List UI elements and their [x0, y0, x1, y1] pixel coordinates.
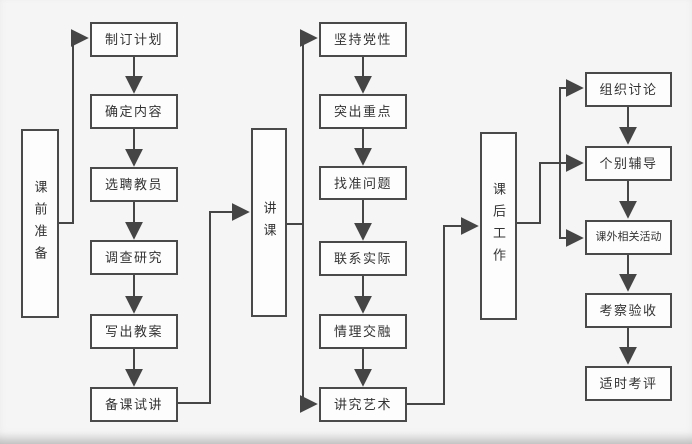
arrow-lecture-to-party-spirit: [287, 29, 318, 225]
node-individual-tutoring: 个别辅导: [585, 146, 672, 181]
node-connect-with-practice: 联系实际: [319, 241, 407, 276]
stage-post-class-work: 课后工作: [480, 132, 517, 320]
arrow-artistry-to-post: [407, 217, 479, 405]
node-organize-discussion: 组织讨论: [585, 72, 672, 107]
arrow-lecture-to-artistry: [299, 224, 318, 413]
node-highlight-key-points: 突出重点: [319, 94, 407, 129]
node-select-instructors: 选聘教员: [90, 167, 178, 202]
arrow-rehearsal-to-lecture: [178, 203, 250, 404]
stage-pre-class-preparation: 课前准备: [21, 129, 59, 318]
node-inspection-acceptance: 考察验收: [585, 293, 672, 328]
node-timely-evaluation: 适时考评: [585, 366, 672, 401]
node-extracurricular-activities: 课外相关活动: [585, 220, 672, 255]
node-write-lesson-plan: 写出教案: [90, 314, 178, 349]
node-prepare-trial-lecture: 备课试讲: [90, 387, 178, 422]
arrow-post-to-extracurricular: [559, 163, 584, 247]
node-investigate-research: 调查研究: [90, 240, 178, 275]
node-make-plan: 制订计划: [90, 22, 178, 57]
arrow-post-to-tutoring: [517, 154, 584, 224]
stage-lecturing: 讲课: [251, 128, 287, 317]
arrow-post-to-discussion: [559, 79, 584, 163]
node-pursue-artistry: 讲究艺术: [319, 387, 407, 422]
node-determine-content: 确定内容: [90, 94, 178, 129]
node-blend-emotion-reason: 情理交融: [319, 314, 407, 349]
node-uphold-party-spirit: 坚持党性: [319, 22, 407, 57]
node-identify-problems: 找准问题: [319, 166, 407, 200]
arrow-pre-to-plan: [59, 29, 89, 224]
